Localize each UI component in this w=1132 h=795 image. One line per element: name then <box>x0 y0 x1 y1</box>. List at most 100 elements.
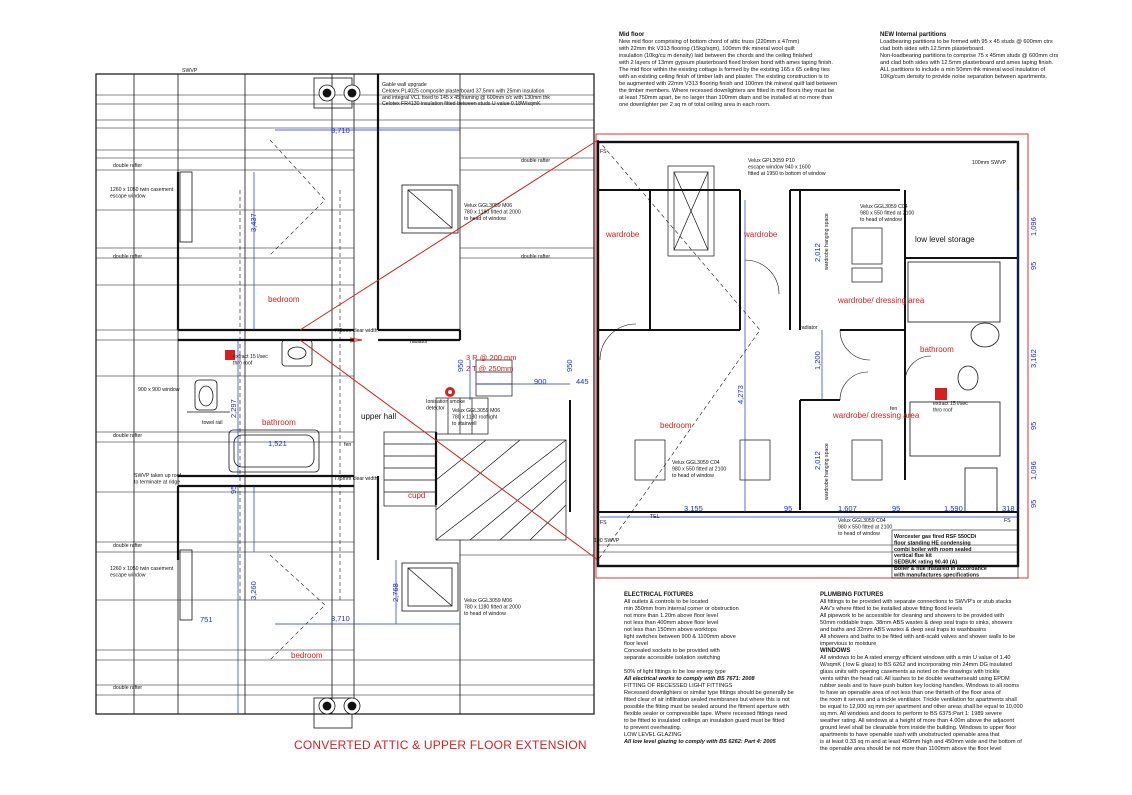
note-line: Concealed sockets to be provided with <box>624 648 720 654</box>
dim-2297: 2,297 <box>229 399 238 418</box>
note-line: fitted clear of air infiltration sealed … <box>624 697 790 703</box>
note-line: Recessed downlighters or similar type fi… <box>624 690 794 696</box>
recessed-lines: Recessed downlighters or similar type fi… <box>624 690 824 732</box>
note-line: flexible sealer or compressible tape. Wh… <box>624 711 788 717</box>
note-line: floor level <box>624 641 648 647</box>
dim-95-c: 95 <box>892 504 900 513</box>
swvp-100-bottom: 100 SWVP <box>594 538 620 544</box>
swvp-100-top: 100mm SWVP <box>972 160 1007 166</box>
note-line: Loadbearing partitions to be formed with… <box>880 39 1053 45</box>
note-line: ground level shall be cleanable from ins… <box>820 725 1017 731</box>
dim-900: 900 <box>534 377 547 386</box>
note-line: not more than 1.20m above floor level <box>624 613 718 619</box>
smoke-detector-icon <box>445 387 455 397</box>
note-line: 50% of light fittings to be low energy t… <box>624 669 726 675</box>
note-line: vents within the head rail. All sashes t… <box>820 676 1010 682</box>
swvp-top-label: SWVP <box>182 68 198 74</box>
dim-3162: 3,162 <box>1029 349 1038 368</box>
dim-95-d: 95 <box>1029 262 1038 270</box>
note-line: light switches between 900 & 1100mm abov… <box>624 634 736 640</box>
room-label-bedroom-left-lower: bedroom <box>291 651 323 660</box>
room-label-wardrobe-2: wardrobe <box>743 230 778 239</box>
note-line: 10Kg/cum density to provide noise separa… <box>880 74 1047 80</box>
dim-1200: 1,200 <box>813 351 822 370</box>
note-line: All showers and baths to be fitted with … <box>820 634 1016 640</box>
note-line: the timber members. Where recessed downl… <box>619 88 835 94</box>
note-line: impervious to moisture <box>820 641 877 647</box>
double-rafter-3: double rafter <box>113 433 142 439</box>
windows-heading: WINDOWS <box>820 648 851 654</box>
double-rafter-2: double rafter <box>113 254 142 260</box>
note-line: AAV's where fitted to be installed above… <box>820 606 963 612</box>
room-label-cupd: cupd <box>408 491 425 500</box>
note-line: to prevent overheating. <box>624 725 682 731</box>
min-width-1: 775mm clear width <box>334 328 378 334</box>
extract-fan-icon <box>225 350 947 400</box>
dim-95-b: 95 <box>784 504 792 513</box>
plumbing-heading: PLUMBING FIXTURES <box>820 592 884 598</box>
note-line: New mid floor comprising of bottom chord… <box>619 39 800 45</box>
double-rafter-1: double rafter <box>113 163 142 169</box>
radiator-label-2: radiator <box>800 325 818 331</box>
note-line: with 22mm thk V313 flooring (15kg/sqm), … <box>619 46 795 52</box>
windows-lines: All windows to be A rated energy efficie… <box>820 655 1080 753</box>
note-line: be augmented with 22mm V313 flooring fin… <box>619 81 838 87</box>
note-line: not less than 400mm above floor level <box>624 620 719 626</box>
dim-95-e: 95 <box>1029 422 1038 430</box>
glazing-heading: LOW LEVEL GLAZING <box>624 732 682 738</box>
note-line: sq mm. All windows and doors to perform … <box>820 711 1002 717</box>
note-line: ALL partitions to include a min 50mm thk… <box>880 67 1046 73</box>
dim-3155: 3,155 <box>684 504 703 513</box>
partitions-lines: Loadbearing partitions to be formed with… <box>880 39 1110 81</box>
stair-rise-label: 3 R @ 200 mm <box>466 353 517 362</box>
double-rafter-6: double rafter <box>521 158 550 164</box>
note-line: with 2 layers of 13mm gypsum plasterboar… <box>619 60 833 66</box>
dim-1521: 1,521 <box>268 439 287 448</box>
glazing-bold-line: All low level glazing to comply with BS … <box>624 739 776 745</box>
note-line: glass units with opening casements as no… <box>820 669 1000 675</box>
tel-label: TEL <box>650 514 660 520</box>
note-line: apartments to have openable sash with un… <box>820 732 1000 738</box>
room-label-wardrobe-dressing-2: wardrobe/ dressing area <box>832 411 920 420</box>
radiator-label-1: radiator <box>410 339 428 345</box>
note-line: the room it serves and a trickle ventila… <box>820 697 1017 703</box>
dim-95-f: 95 <box>1029 500 1038 508</box>
note-line: be equal to 12,000 sq mm per apartment a… <box>820 704 1023 710</box>
mid-floor-notes: Mid floor New mid floor comprising of bo… <box>619 32 881 109</box>
towel-rail-label: towel rail <box>202 420 222 426</box>
room-label-upper-hall: upper hall <box>361 412 396 421</box>
double-rafter-4: double rafter <box>113 543 142 549</box>
fs-label-1: FS <box>600 149 607 155</box>
fen-label-2: fen <box>890 406 897 412</box>
fen-label-1: fen <box>344 442 351 448</box>
partitions-heading: NEW Internal partitions <box>880 32 947 38</box>
dim-3260: 3,260 <box>249 581 258 600</box>
dim-3710-bottom: 3,710 <box>331 614 350 623</box>
note-line: the openable area should be not more tha… <box>820 746 1002 752</box>
dim-950-a: 950 <box>456 359 465 372</box>
recessed-heading: FITTING OF RECESSED LIGHT FITTINGS <box>624 683 733 689</box>
dim-1096-b: 1,096 <box>1029 461 1038 480</box>
note-line: The mid floor within the existing cottag… <box>619 67 830 73</box>
fs-label-2: FS <box>600 520 607 526</box>
electrical-notes: ELECTRICAL FIXTURES All outlets & contro… <box>624 592 824 746</box>
note-line: insulation (10kg/cu m density) laid betw… <box>619 53 813 59</box>
note-line: to have an openable area of not less tha… <box>820 690 1001 696</box>
mid-floor-heading: Mid floor <box>619 32 645 38</box>
dim-2768: 2,768 <box>391 583 400 602</box>
drawing-title: CONVERTED ATTIC & UPPER FLOOR EXTENSION <box>294 738 587 752</box>
room-label-wardrobe-dressing-1: wardrobe/ dressing area <box>837 296 925 305</box>
note-line: and baths and 32mm ABS wastes & deep sea… <box>820 627 987 633</box>
note-line: All outlets & controls to be located <box>624 599 709 605</box>
